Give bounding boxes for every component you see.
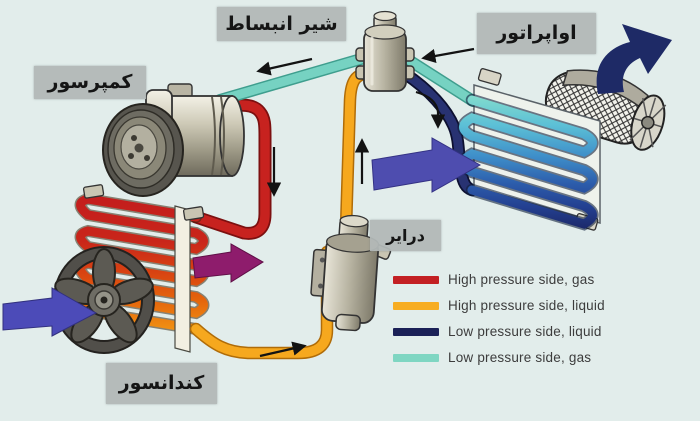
label-condenser-text: کندانسور — [118, 372, 205, 394]
legend-label-high-pressure-gas: High pressure side, gas — [448, 272, 595, 287]
legend-row-low-pressure-liquid: Low pressure side, liquid — [393, 324, 605, 339]
legend: High pressure side, gas High pressure si… — [393, 272, 605, 365]
flow-arrow-valve-to-evaporator — [415, 90, 446, 129]
label-drier: درایر — [370, 220, 441, 251]
label-expansion-valve-text: شیر انبساط — [225, 12, 338, 35]
condenser-channel — [174, 205, 191, 353]
legend-swatch-high-pressure-gas — [393, 275, 439, 284]
airflow-arrow-into-condenser-fan — [2, 287, 98, 337]
label-evaporator: اواپراتور — [477, 13, 596, 54]
label-compressor: کمپرسور — [34, 66, 146, 99]
legend-row-low-pressure-gas: Low pressure side, gas — [393, 350, 605, 365]
label-condenser: کندانسور — [106, 363, 217, 404]
airflow-arrow-out-of-condenser — [192, 243, 264, 283]
pipe-high-pressure-gas — [189, 98, 272, 240]
legend-row-high-pressure-gas: High pressure side, gas — [393, 272, 605, 287]
label-compressor-text: کمپرسور — [47, 71, 133, 93]
label-expansion-valve: شیر انبساط — [217, 7, 346, 41]
flow-direction-arrows — [256, 47, 475, 358]
pipe-low-pressure-liquid — [397, 66, 479, 197]
legend-label-low-pressure-liquid: Low pressure side, liquid — [448, 324, 602, 339]
condenser-bracket-left — [82, 184, 105, 199]
airflow-arrow-into-evaporator — [371, 137, 482, 193]
evaporator-coil — [457, 93, 599, 231]
legend-swatch-high-pressure-liquid — [393, 301, 439, 310]
evaporator-bracket-top — [477, 68, 502, 86]
pipe-low-pressure-gas — [214, 51, 479, 107]
label-evaporator-text: اواپراتور — [496, 22, 577, 44]
legend-label-high-pressure-liquid: High pressure side, liquid — [448, 298, 605, 313]
legend-swatch-low-pressure-gas — [393, 353, 439, 362]
label-drier-text: درایر — [386, 225, 425, 245]
drier-unit — [310, 214, 392, 332]
flow-arrow-condenser-to-drier — [259, 341, 307, 358]
legend-label-low-pressure-gas: Low pressure side, gas — [448, 350, 592, 365]
legend-swatch-low-pressure-liquid — [393, 327, 439, 336]
condenser-bracket-right — [182, 206, 205, 221]
compressor-unit — [102, 83, 245, 197]
legend-row-high-pressure-liquid: High pressure side, liquid — [393, 298, 605, 313]
flow-arrow-valve-to-compressor — [256, 57, 313, 76]
expansion-valve-unit — [355, 10, 415, 92]
airflow-arrow-out-of-blower — [596, 24, 672, 94]
flow-arrow-evaporator-to-valve — [421, 47, 475, 64]
